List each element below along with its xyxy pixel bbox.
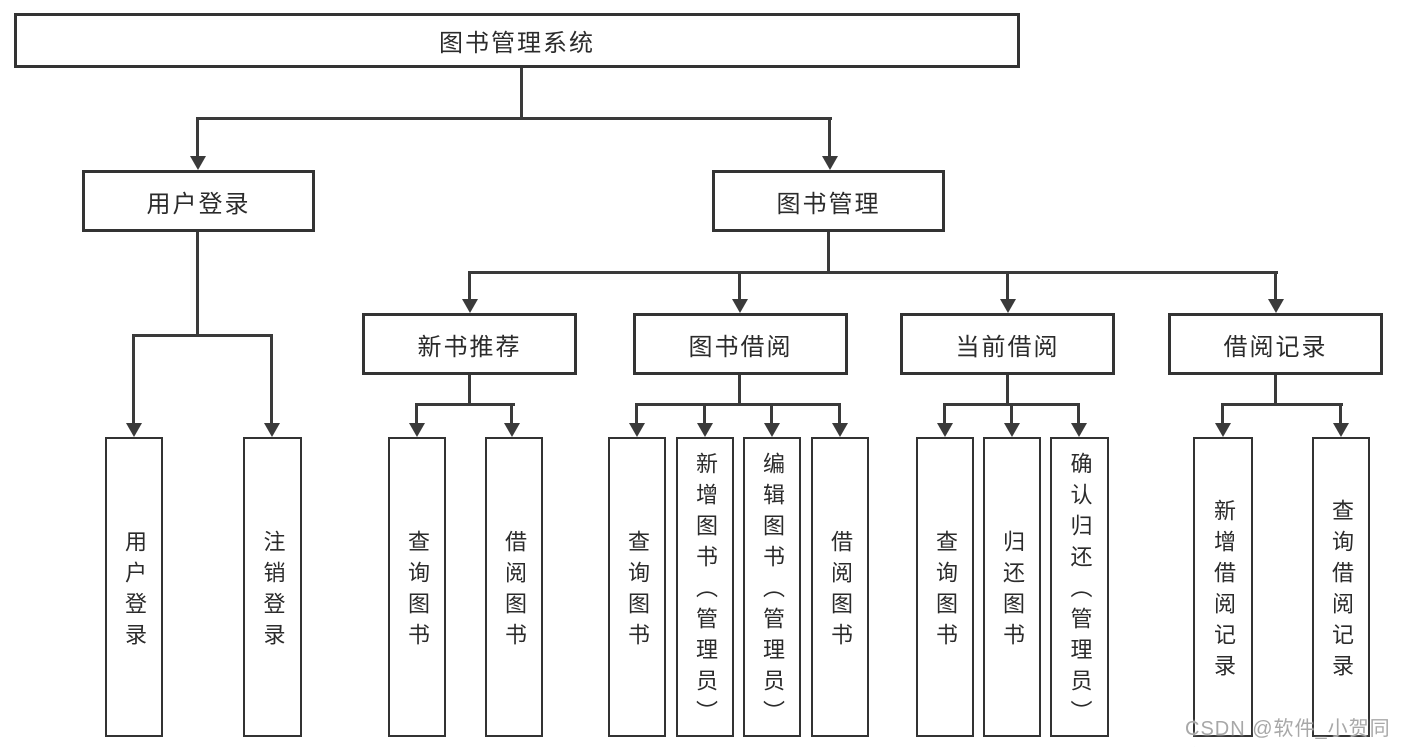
connector-line <box>1006 375 1009 406</box>
connector-line <box>510 403 513 424</box>
arrowhead-down-icon <box>732 299 748 313</box>
leaf-borrow-books-borrowing: 借阅图书 <box>811 437 869 737</box>
connector-line <box>828 117 831 158</box>
connector-line <box>827 232 830 274</box>
leaf-query-books-borrowing: 查询图书 <box>608 437 666 737</box>
connector-line <box>196 232 199 337</box>
connector-line <box>196 117 199 158</box>
connector-line <box>196 117 832 120</box>
arrowhead-down-icon <box>764 423 780 437</box>
connector-line <box>1274 375 1277 406</box>
arrowhead-down-icon <box>264 423 280 437</box>
arrowhead-down-icon <box>629 423 645 437</box>
leaf-return-book: 归还图书 <box>983 437 1041 737</box>
arrowhead-down-icon <box>937 423 953 437</box>
arrowhead-down-icon <box>1000 299 1016 313</box>
connector-line <box>1221 403 1224 424</box>
connector-line <box>1274 271 1277 301</box>
connector-line <box>703 403 706 424</box>
arrowhead-down-icon <box>1071 423 1087 437</box>
arrowhead-down-icon <box>1004 423 1020 437</box>
arrowhead-down-icon <box>1215 423 1231 437</box>
csdn-watermark: CSDN @软件_小贺同学 <box>1185 718 1391 740</box>
root-node-library-system: 图书管理系统 <box>14 13 1020 68</box>
connector-line <box>270 334 273 423</box>
arrowhead-down-icon <box>832 423 848 437</box>
connector-line <box>1077 403 1080 424</box>
node-new-book-recommendation: 新书推荐 <box>362 313 577 375</box>
connector-line <box>1010 403 1013 424</box>
arrowhead-down-icon <box>1333 423 1349 437</box>
leaf-add-borrow-record: 新增借阅记录 <box>1193 437 1253 737</box>
leaf-query-borrow-record: 查询借阅记录 <box>1312 437 1370 737</box>
leaf-edit-book-admin: 编辑图书（管理员） <box>743 437 801 737</box>
connector-line <box>468 271 1278 274</box>
arrowhead-down-icon <box>504 423 520 437</box>
connector-line <box>520 68 523 118</box>
connector-line <box>838 403 841 424</box>
connector-line <box>770 403 773 424</box>
connector-line <box>468 375 471 406</box>
leaf-add-book-admin: 新增图书（管理员） <box>676 437 734 737</box>
leaf-query-books-recommend: 查询图书 <box>388 437 446 737</box>
leaf-borrow-books-recommend: 借阅图书 <box>485 437 543 737</box>
leaf-logout: 注销登录 <box>243 437 302 737</box>
arrowhead-down-icon <box>126 423 142 437</box>
leaf-confirm-return-admin: 确认归还（管理员） <box>1050 437 1109 737</box>
connector-line <box>1006 271 1009 301</box>
arrowhead-down-icon <box>822 156 838 170</box>
connector-line <box>635 403 841 406</box>
node-user-login: 用户登录 <box>82 170 315 232</box>
arrowhead-down-icon <box>409 423 425 437</box>
connector-line <box>132 334 273 337</box>
connector-line <box>738 375 741 406</box>
node-current-borrowing: 当前借阅 <box>900 313 1115 375</box>
connector-line <box>415 403 418 424</box>
leaf-user-login: 用户登录 <box>105 437 163 737</box>
connector-line <box>738 271 741 301</box>
node-borrowing-records: 借阅记录 <box>1168 313 1383 375</box>
connector-line <box>1339 403 1342 424</box>
connector-line <box>415 403 515 406</box>
arrowhead-down-icon <box>462 299 478 313</box>
arrowhead-down-icon <box>190 156 206 170</box>
connector-line <box>1221 403 1343 406</box>
arrowhead-down-icon <box>1268 299 1284 313</box>
connector-line <box>943 403 946 424</box>
arrowhead-down-icon <box>697 423 713 437</box>
node-book-borrowing: 图书借阅 <box>633 313 848 375</box>
connector-line <box>635 403 638 424</box>
node-book-management: 图书管理 <box>712 170 945 232</box>
connector-line <box>132 334 135 423</box>
connector-line <box>468 271 471 301</box>
leaf-query-books-current: 查询图书 <box>916 437 974 737</box>
